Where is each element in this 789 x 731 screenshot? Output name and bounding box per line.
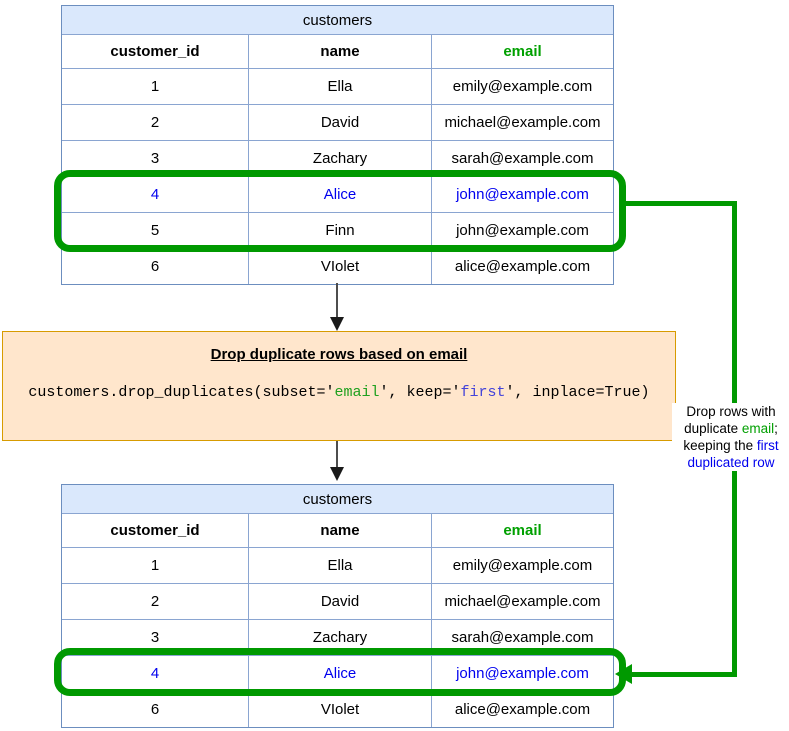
annotation-line: duplicate email;: [684, 421, 778, 436]
connector-top-horizontal: [622, 201, 737, 206]
code-post: ', inplace=True): [505, 384, 650, 401]
cell-name: Ella: [248, 69, 431, 104]
annotation-line: keeping the first: [683, 438, 779, 453]
cell-name: Alice: [248, 177, 431, 212]
top-table-title: customers: [62, 6, 613, 34]
top-customers-table: customers customer_id name email 1 Ella …: [61, 5, 614, 285]
code-keep-value: first: [460, 384, 506, 401]
flow-arrow-shaft: [336, 283, 338, 319]
cell-email: john@example.com: [431, 177, 613, 212]
operation-code: customers.drop_duplicates(subset='email'…: [3, 384, 675, 401]
table-row-duplicate-dropped: 5 Finn john@example.com: [62, 212, 613, 248]
annotation-line: Drop rows with: [686, 404, 776, 419]
cell-customer-id: 2: [150, 593, 160, 610]
kept-row-highlight: [54, 648, 626, 696]
table-row: 2 David michael@example.com: [62, 104, 613, 140]
table-row: 6 VIolet alice@example.com: [62, 691, 613, 727]
column-header-email: email: [431, 514, 613, 547]
bottom-table-header-row: customer_id name email: [62, 513, 613, 547]
bottom-table-title: customers: [62, 485, 613, 513]
cell-customer-id: 3: [150, 150, 160, 167]
column-header-name: name: [248, 514, 431, 547]
top-table-header-row: customer_id name email: [62, 34, 613, 68]
cell-email: michael@example.com: [431, 584, 613, 619]
cell-email: sarah@example.com: [431, 141, 613, 176]
annotation-first-keyword: first: [756, 438, 779, 453]
cell-customer-id: 4: [150, 665, 160, 682]
cell-email: john@example.com: [431, 656, 613, 691]
cell-customer-id: 1: [150, 78, 160, 95]
table-row: 3 Zachary sarah@example.com: [62, 140, 613, 176]
code-mid: ', keep=': [379, 384, 461, 401]
side-annotation: Drop rows with duplicate email; keeping …: [672, 403, 789, 471]
cell-name: Zachary: [248, 620, 431, 655]
cell-name: Ella: [248, 548, 431, 583]
cell-email: alice@example.com: [431, 249, 613, 284]
down-arrow-icon: [330, 467, 344, 481]
column-header-customer-id: customer_id: [110, 43, 200, 60]
cell-email: sarah@example.com: [431, 620, 613, 655]
down-arrow-icon: [330, 317, 344, 331]
bottom-customers-table: customers customer_id name email 1 Ella …: [61, 484, 614, 728]
cell-name: Zachary: [248, 141, 431, 176]
connector-bottom-horizontal: [630, 672, 737, 677]
column-header-email: email: [431, 35, 613, 68]
cell-name: VIolet: [248, 692, 431, 727]
cell-email: emily@example.com: [431, 69, 613, 104]
column-header-customer-id: customer_id: [110, 522, 200, 539]
duplicate-rows-highlight: [54, 170, 626, 252]
annotation-email-keyword: email: [741, 421, 775, 436]
table-row: 2 David michael@example.com: [62, 583, 613, 619]
cell-customer-id: 1: [150, 557, 160, 574]
cell-customer-id: 3: [150, 629, 160, 646]
cell-name: David: [248, 584, 431, 619]
code-pre: customers.drop_duplicates(subset=': [28, 384, 335, 401]
drop-duplicates-operation-box: Drop duplicate rows based on email custo…: [2, 331, 676, 441]
cell-name: Alice: [248, 656, 431, 691]
table-row-kept-duplicate: 4 Alice john@example.com: [62, 655, 613, 691]
cell-customer-id: 2: [150, 114, 160, 131]
column-header-name: name: [248, 35, 431, 68]
cell-customer-id: 6: [150, 701, 160, 718]
table-row: 1 Ella emily@example.com: [62, 68, 613, 104]
cell-email: john@example.com: [431, 213, 613, 248]
table-row: 6 VIolet alice@example.com: [62, 248, 613, 284]
cell-email: alice@example.com: [431, 692, 613, 727]
cell-customer-id: 6: [150, 258, 160, 275]
cell-name: VIolet: [248, 249, 431, 284]
operation-title: Drop duplicate rows based on email: [210, 346, 468, 363]
code-subset-value: email: [334, 384, 380, 401]
cell-customer-id: 5: [150, 222, 160, 239]
table-row: 3 Zachary sarah@example.com: [62, 619, 613, 655]
table-row: 1 Ella emily@example.com: [62, 547, 613, 583]
cell-name: Finn: [248, 213, 431, 248]
cell-name: David: [248, 105, 431, 140]
cell-customer-id: 4: [150, 186, 160, 203]
annotation-line: duplicated row: [687, 455, 775, 470]
cell-email: emily@example.com: [431, 548, 613, 583]
cell-email: michael@example.com: [431, 105, 613, 140]
flow-arrow-shaft: [336, 441, 338, 469]
